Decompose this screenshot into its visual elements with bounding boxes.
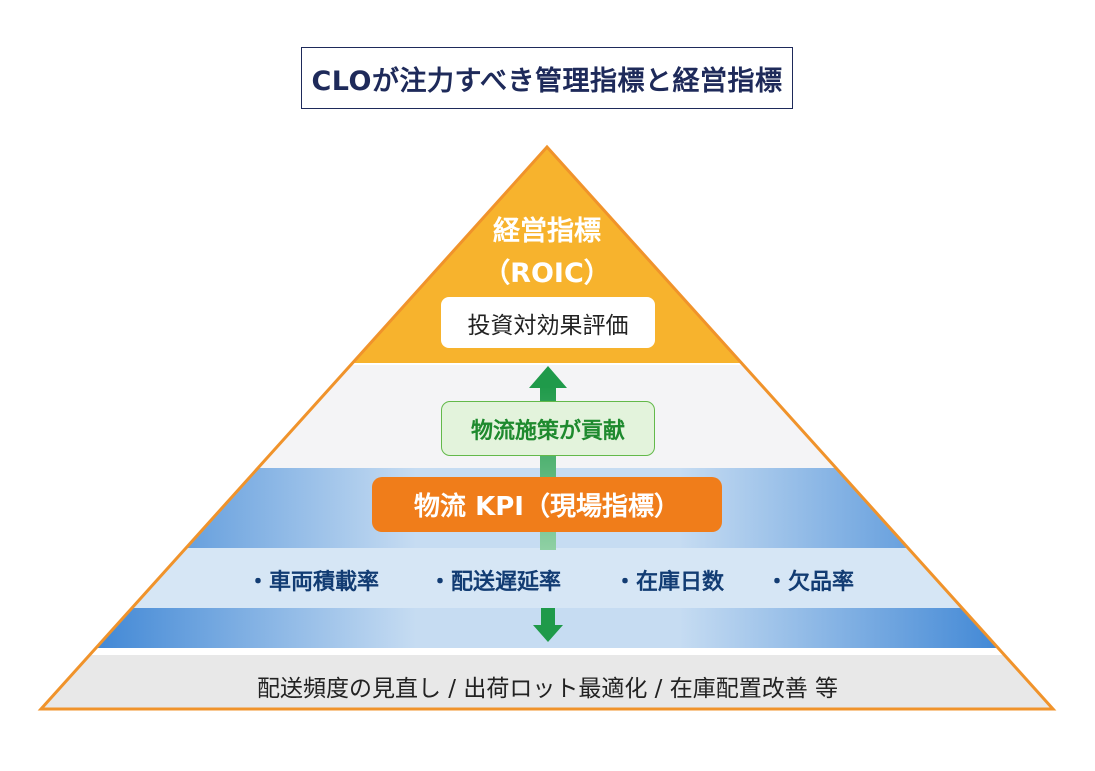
kpi-item-loading-rate: ・車両積載率 (246, 570, 379, 595)
kpi-item-delay-rate: ・配送遅延率 (428, 570, 561, 595)
bottom-tier (41, 655, 1053, 709)
bottom-tier-text: 配送頻度の見直し / 出荷ロット最適化 / 在庫配置改善 等 (256, 676, 839, 702)
arrow-down-icon (533, 608, 563, 642)
kpi-box: 物流 KPI（現場指標） (372, 477, 722, 532)
investment-evaluation-box: 投資対効果評価 (441, 297, 655, 348)
divider (41, 648, 1053, 655)
pyramid-outline (37, 144, 1057, 711)
page-title: CLOが注力すべき管理指標と経営指標 (301, 47, 793, 109)
top-tier-subtitle: （ROIC） (483, 257, 611, 289)
top-tier-title: 経営指標 (493, 215, 601, 247)
kpi-item-stockout-rate: ・欠品率 (765, 570, 854, 595)
contribution-box: 物流施策が貢献 (441, 401, 655, 456)
kpi-row (41, 548, 1053, 608)
kpi-item-inventory-days: ・在庫日数 (613, 570, 724, 595)
